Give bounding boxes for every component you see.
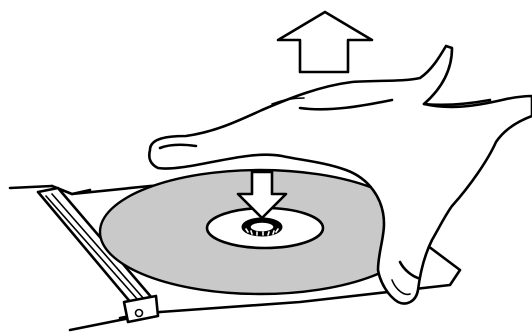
arrow-up-icon: [278, 12, 372, 72]
